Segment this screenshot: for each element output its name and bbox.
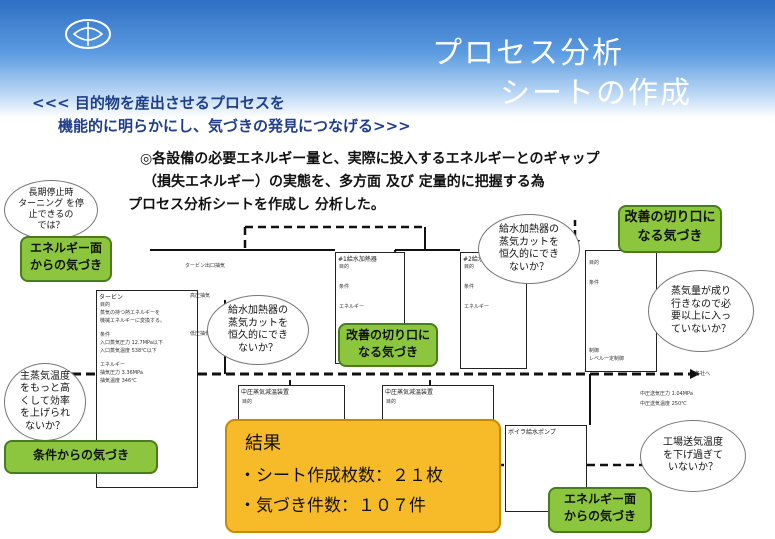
right-sheet: 目的 条件 制御 レベル一定制御 [585,250,657,372]
subtitle-line1: <<< 目的物を産出させるプロセスを [32,94,285,112]
diagram-label: 高圧抽気 [190,293,211,299]
sheet-line: 目的 [386,399,397,405]
sheet-line: レベル一定制御 [589,356,625,362]
bubble-factory-temp: 工場送気温度 を下げ過ぎて いないか？ [640,420,746,492]
diagram-label: タービン出口抽気 [185,263,226,269]
sheet-line: 制御 [589,348,600,354]
sheet-line: 抽気温度 346℃ [100,378,137,384]
subtitle-line2: 機能的に明らかにし、気づきの発見につなげる>>> [58,117,411,135]
diagram-label: 低圧抽気 [190,331,211,337]
middle-sheet-a-title: 中圧蒸気減温装置 [241,389,290,396]
result-box: 結果 ・シート作成枚数：２１枚 ・気づき件数：１０７件 [225,419,501,533]
sheet-line: エネルギー [100,362,126,368]
result-title: 結果 [245,433,281,454]
page-title-line1: プロセス分析 [432,36,624,71]
description-line3: プロセス分析シートを作成し 分析した。 [128,197,385,213]
sheet-line: エネルギー [464,304,490,310]
sheet-line: 目的 [589,260,600,266]
header-banner [0,0,775,118]
bubble-steam-temp: 主蒸気温度 をもっと高 くして効率 を上げられ ないか？ [4,363,86,441]
callout-improve-right: 改善の切り口に なる気づき [618,205,722,253]
pump-sheet-title: ボイラ給水ポンプ [508,429,556,436]
sheet-line: 条件 [589,280,600,286]
result-finding-count: ・気づき件数：１０７件 [239,496,426,516]
description-line2: （損失エネルギー）の実態を、多方面 及び 定量的に把握する為 [143,174,545,190]
callout-improve-mid: 改善の切り口に なる気づき [338,323,438,367]
bubble-heater-right: 給水加熱器の 蒸気カットを 恒久的にでき ないか？ [478,214,580,284]
bubble-stop-turning: 長期停止時 ターニング を停 止できるの では？ [4,180,98,240]
diagram-label: 中圧送気圧力 1.04MPa [640,391,693,397]
sheet-line: エネルギー [339,304,365,310]
sheet-line: 目的 [464,264,475,270]
turbine-sheet-title: タービン [99,294,124,301]
callout-energy-bottom: エネルギー面 からの気づき [548,487,652,533]
result-sheet-count: ・シート作成枚数：２１枚 [239,466,443,486]
sheet-line: 抽気圧力 3.36MPa [100,370,143,376]
page-title-line2: シートの作成 [500,76,692,111]
callout-energy-top: エネルギー面 からの気づき [20,236,112,282]
sheet-line: 条件 [100,332,111,338]
bubble-steam-quantity: 蒸気量が成り 行きなので必 要以上に入っ ていないか？ [648,270,754,352]
diagram-label: 各社へ [695,371,711,377]
sheet-line: 条件 [464,284,475,290]
sheet-line: 蒸気の持つ熱エネルギーを [100,310,161,316]
description-line1: ◎各設備の必要エネルギー量と、実際に投入するエネルギーとのギャップ [140,151,600,167]
company-logo-icon [65,19,111,49]
heater1-sheet-title: #1給水加熱器 [338,256,377,263]
sheet-line: 目的 [242,399,253,405]
sheet-line: 入口蒸気圧力 12.7MPa以下 [100,340,163,346]
sheet-line: 目的 [339,264,350,270]
bubble-heater-left: 給水加熱器の 蒸気カットを 恒久的にでき ないか？ [207,295,309,365]
diagram-label: 中圧送気温度 250℃ [640,401,687,407]
sheet-line: 目的 [100,302,111,308]
sheet-line: 条件 [339,284,350,290]
middle-sheet-b-title: 中圧蒸気減温装置 [385,389,434,396]
callout-condition: 条件からの気づき [4,440,158,474]
sheet-line: 機械エネルギーに変換する。 [100,318,166,324]
sheet-line: 入口蒸気温度 538℃以下 [100,348,157,354]
